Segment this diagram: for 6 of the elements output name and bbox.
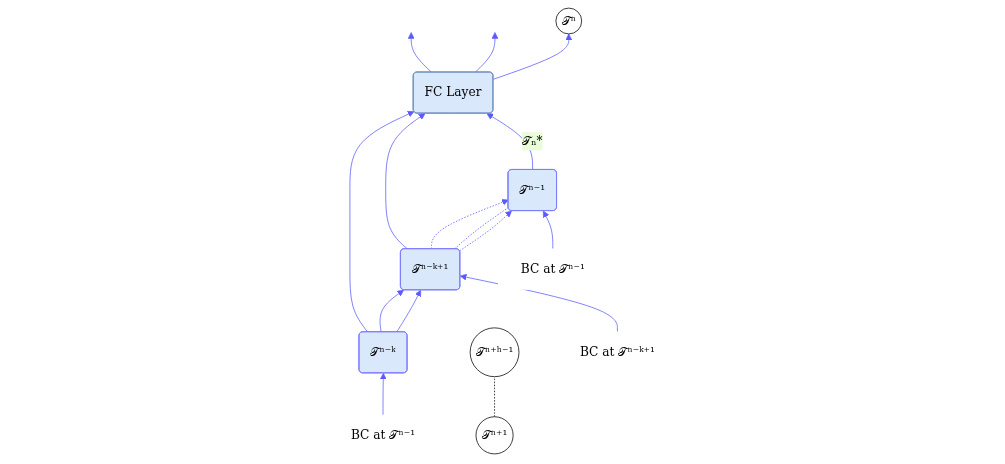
- node-circle: 𝒯ⁿ: [555, 7, 582, 35]
- edge-label: 𝒯ₙ*: [521, 133, 543, 149]
- node-circle: 𝒯ⁿ⁺¹: [475, 416, 514, 455]
- node-text: BC at 𝒯ⁿ⁻¹: [350, 427, 415, 443]
- node-circle: 𝒯ⁿ⁺ʰ⁻¹: [469, 327, 519, 378]
- node-text: BC at 𝒯ⁿ⁻ᵏ⁺¹: [579, 344, 655, 360]
